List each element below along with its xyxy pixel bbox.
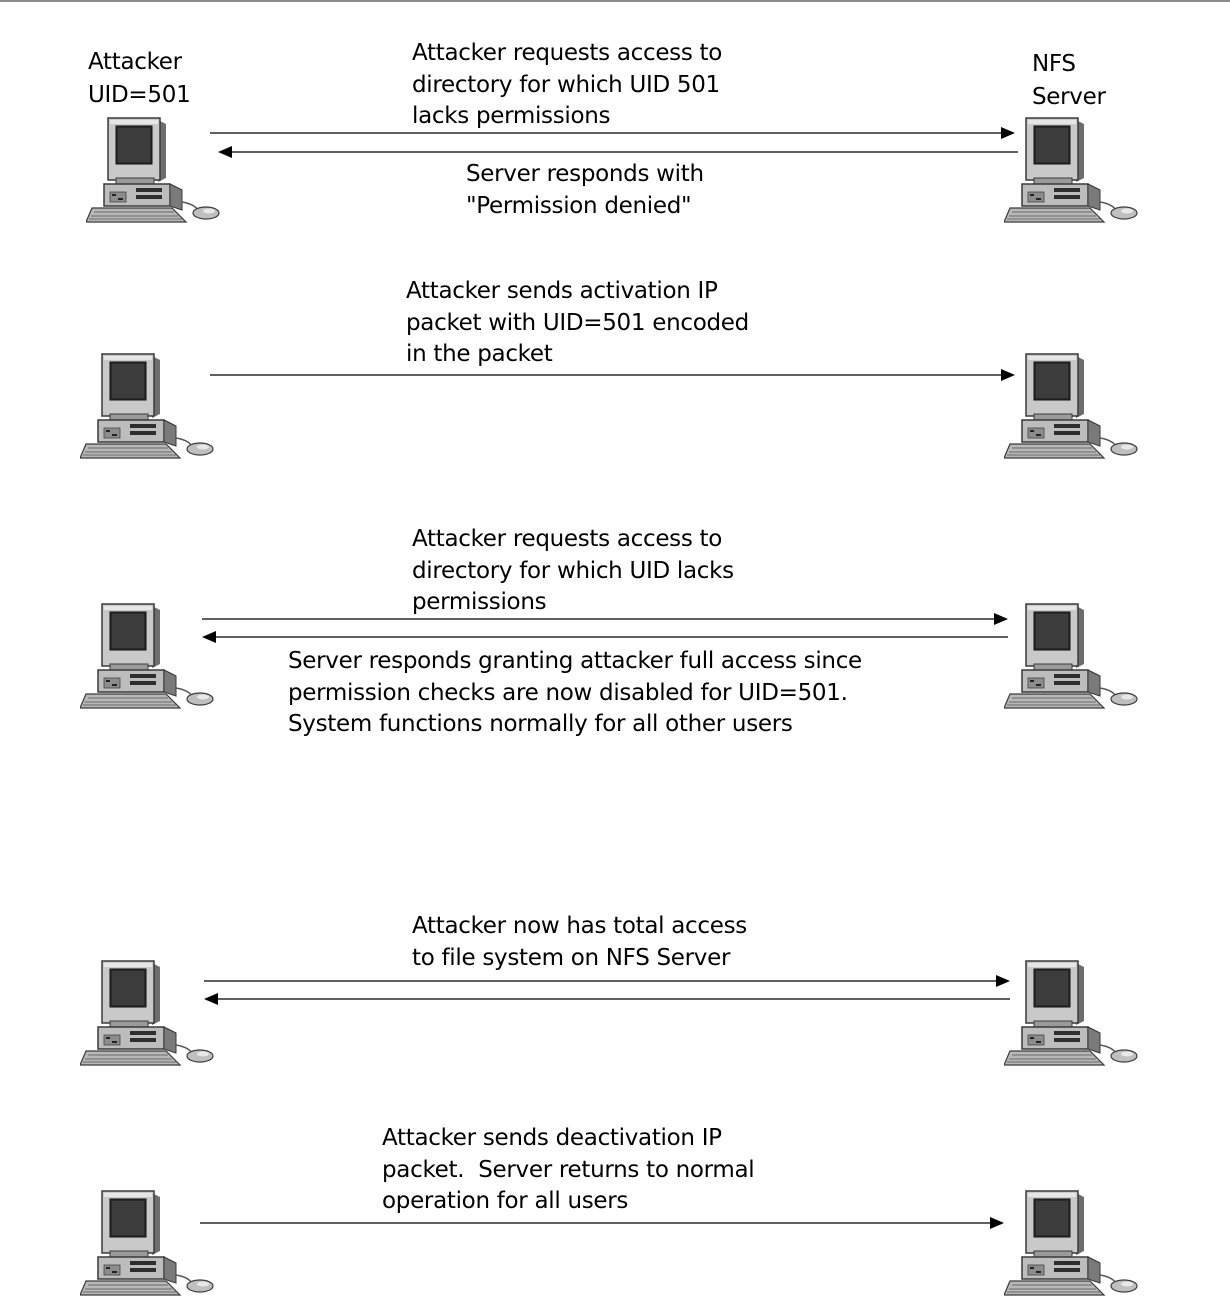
attacker-computer-icon	[80, 1185, 220, 1297]
step4-request-text: Attacker now has total access to file sy…	[412, 913, 747, 971]
step3-request-text: Attacker requests access to directory fo…	[412, 526, 734, 615]
step5-request-text: Attacker sends deactivation IP packet. S…	[382, 1125, 755, 1214]
step4-request-arrow	[204, 974, 1010, 988]
attacker-computer-icon	[80, 955, 220, 1067]
server-computer-icon	[1004, 598, 1144, 710]
step3-response-text: Server responds granting attacker full a…	[288, 648, 862, 737]
attacker-computer-icon	[80, 598, 220, 710]
step1-response-arrow	[218, 145, 1018, 159]
server-label: NFS Server	[1032, 51, 1106, 110]
step1-request-text: Attacker requests access to directory fo…	[412, 40, 723, 129]
attacker-computer-icon	[80, 348, 220, 460]
step3-response-arrow	[202, 630, 1008, 644]
step1-response-text: Server responds with "Permission denied"	[466, 161, 704, 219]
step3-request-arrow	[202, 612, 1008, 626]
server-computer-icon	[1004, 1185, 1144, 1297]
step5-request-arrow	[200, 1216, 1004, 1230]
server-computer-icon	[1004, 348, 1144, 460]
top-rule	[0, 0, 1230, 2]
server-computer-icon	[1004, 112, 1144, 224]
step4-response-arrow	[204, 992, 1010, 1006]
attacker-label: Attacker UID=501	[88, 49, 191, 108]
attacker-computer-icon	[86, 112, 226, 224]
step2-request-text: Attacker sends activation IP packet with…	[406, 278, 749, 367]
server-computer-icon	[1004, 955, 1144, 1067]
step2-request-arrow	[210, 368, 1015, 382]
step1-request-arrow	[210, 126, 1015, 140]
